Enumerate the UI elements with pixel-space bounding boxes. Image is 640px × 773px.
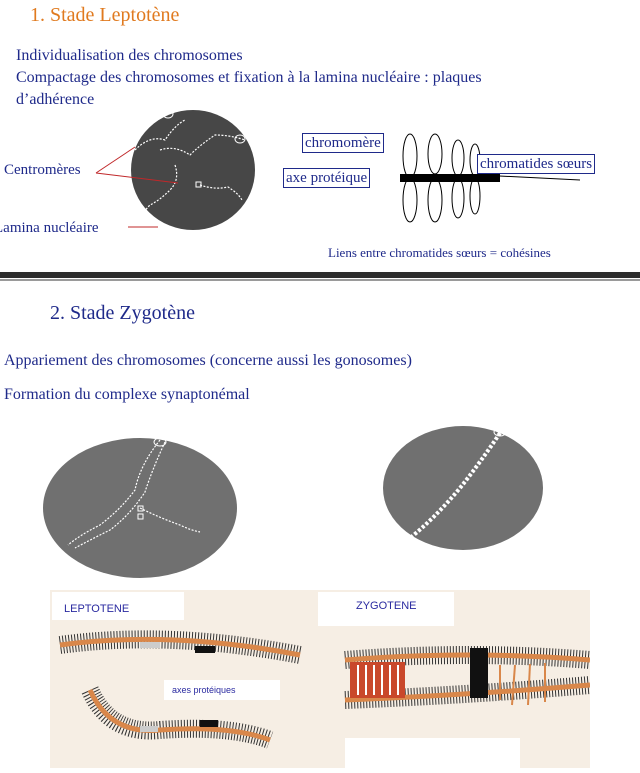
zygotene-nucleus-left xyxy=(40,430,240,580)
blank-caption-box xyxy=(345,738,520,771)
label-lamina: Lamina nucléaire xyxy=(0,220,99,237)
slide1-title: 1. Stade Leptotène xyxy=(30,4,179,27)
slide1-line1: Individualisation des chromosomes xyxy=(16,47,243,65)
slide2-line2: Formation du complexe synaptonémal xyxy=(4,386,250,404)
slide-divider xyxy=(0,272,640,278)
zygotene-nucleus-right xyxy=(380,418,550,558)
nucleus-dark xyxy=(131,110,255,230)
axes-proteiques-label: axes protéiques xyxy=(172,685,236,695)
zygotene-label: ZYGOTENE xyxy=(356,600,417,612)
leptotene-label: LEPTOTENE xyxy=(64,603,129,615)
label-chromomere: chromomère xyxy=(302,133,384,153)
label-centromeres: Centromères xyxy=(4,162,81,179)
slide-divider-light xyxy=(0,279,640,281)
slide1-line2: Compactage des chromosomes et fixation à… xyxy=(16,69,482,87)
cohesines-caption: Liens entre chromatides sœurs = cohésine… xyxy=(328,245,551,261)
slide2-title: 2. Stade Zygotène xyxy=(50,302,195,325)
slide2-line1: Appariement des chromosomes (concerne au… xyxy=(4,352,412,370)
label-chromatides-soeurs: chromatides sœurs xyxy=(477,154,595,174)
label-axe-proteique: axe protéique xyxy=(283,168,370,188)
